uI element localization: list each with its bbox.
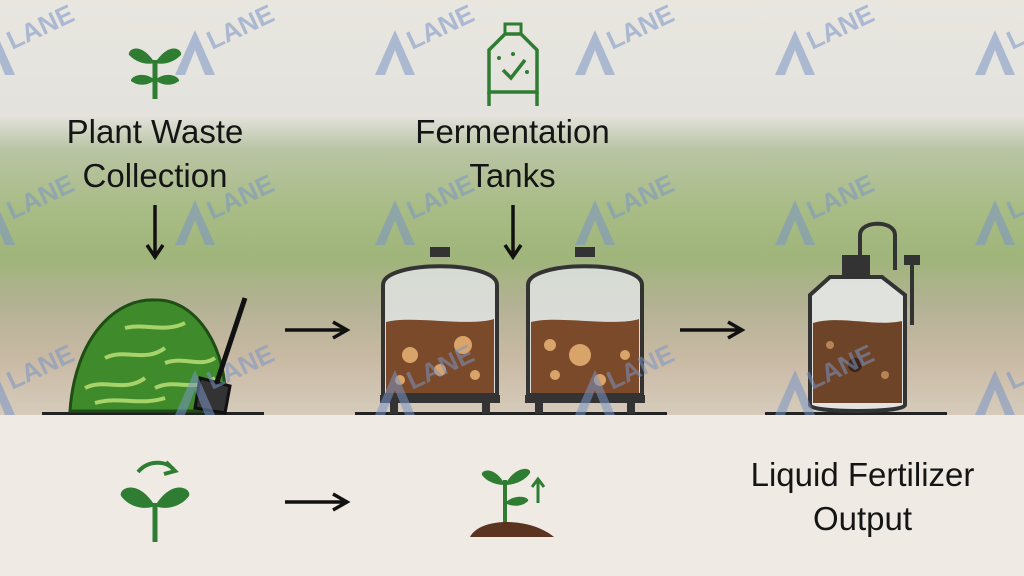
label-line: Collection [82,157,228,194]
down-arrow-icon [503,205,523,261]
down-arrow-icon [145,205,165,261]
growing-seedling-icon [470,468,554,537]
ground-line [765,412,947,415]
ground-line [42,412,264,415]
right-arrow-icon [285,320,351,340]
fermentation-tank-icon [487,22,539,106]
label-line: Output [812,500,913,537]
right-arrow-icon [680,320,746,340]
fermentation-tank [380,247,500,414]
fertilizer-bottle [808,221,920,413]
label-line: Plant Waste [66,113,244,150]
label-line: Fermentation [415,113,610,150]
label-line: Tanks [469,157,556,194]
right-arrow-icon [285,492,351,512]
step-label-collection: Plant Waste Collection [30,110,280,198]
label-line: Liquid Fertilizer [750,456,975,493]
ground-line [355,412,667,415]
fermentation-tank [525,247,645,414]
sprout-icon [128,48,182,99]
plant-waste-pile [68,297,248,415]
recycle-leaf-icon [120,460,190,542]
step-label-fermentation: Fermentation Tanks [380,110,645,198]
step-label-output: Liquid Fertilizer Output [715,453,1010,541]
